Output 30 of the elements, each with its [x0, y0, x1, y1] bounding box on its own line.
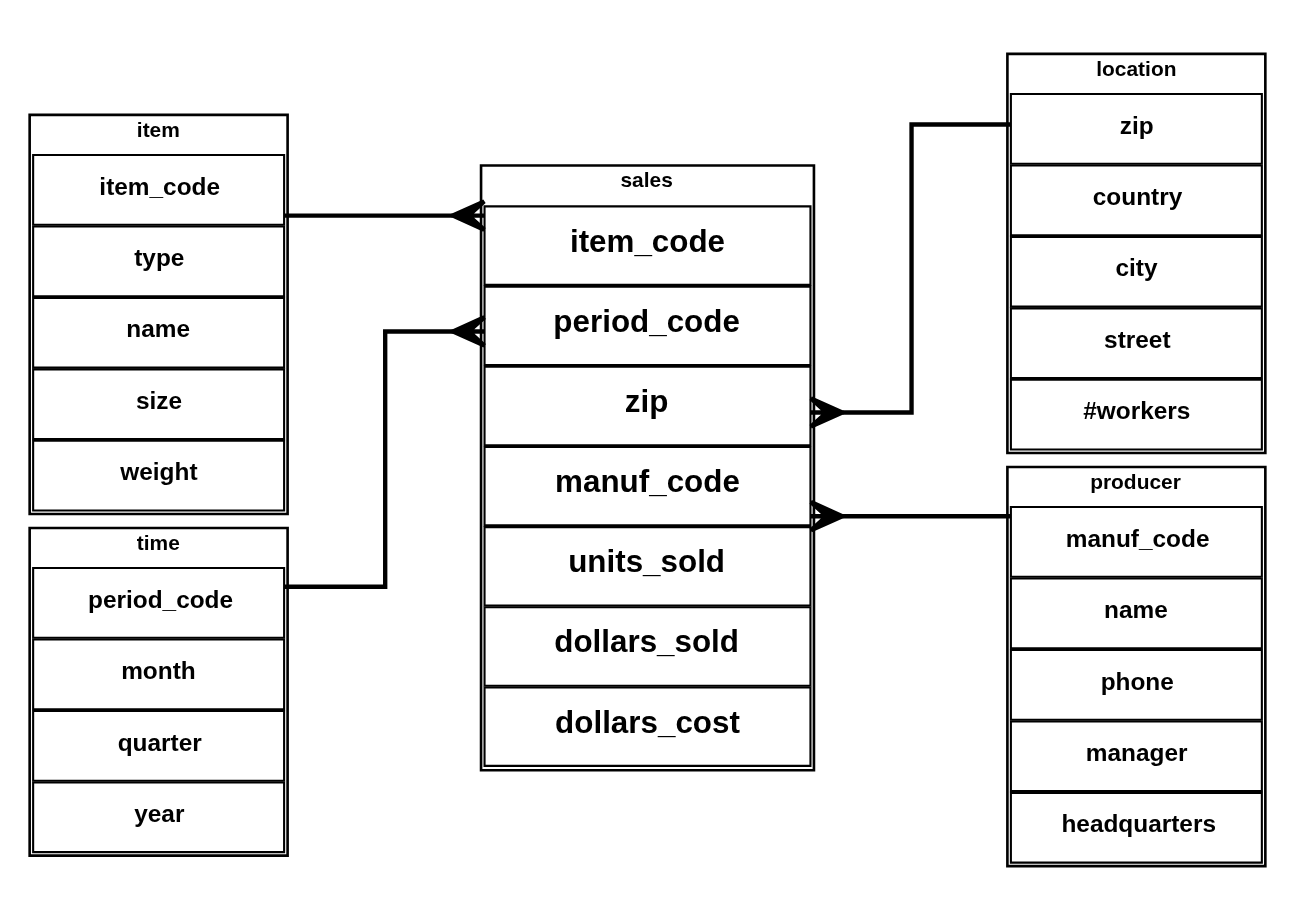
- node-box: name: [1009, 577, 1263, 650]
- node-box: item_code: [32, 153, 286, 226]
- node-box: zip: [1009, 92, 1263, 165]
- node-box: zip: [483, 365, 812, 447]
- node-box: headquarters: [1009, 791, 1263, 864]
- node-box: month: [32, 638, 286, 711]
- node-box: quarter: [32, 709, 286, 782]
- node-box: dollars_cost: [483, 686, 812, 767]
- node-box: city: [1009, 235, 1263, 308]
- node-box: period_code: [483, 285, 812, 367]
- node-box: units_sold: [483, 526, 812, 607]
- node-box: weight: [32, 439, 286, 512]
- node-box: phone: [1009, 648, 1263, 721]
- node-box: manuf_code: [483, 445, 812, 527]
- node-box: country: [1009, 164, 1263, 237]
- connector: [284, 315, 487, 589]
- node-box: street: [1009, 307, 1263, 380]
- node-box: item_code: [483, 205, 812, 286]
- node-box: year: [32, 781, 286, 854]
- node-box: name: [32, 296, 286, 369]
- node-box: type: [32, 225, 286, 298]
- node-box: size: [32, 368, 286, 441]
- connector: [284, 199, 487, 232]
- node-box: dollars_sold: [483, 606, 812, 687]
- connector: [808, 499, 1011, 533]
- node-box: manuf_code: [1009, 506, 1263, 578]
- node-box: #workers: [1009, 378, 1263, 451]
- node-box: manager: [1009, 720, 1263, 793]
- connector: [808, 122, 1011, 429]
- node-box: period_code: [32, 567, 286, 639]
